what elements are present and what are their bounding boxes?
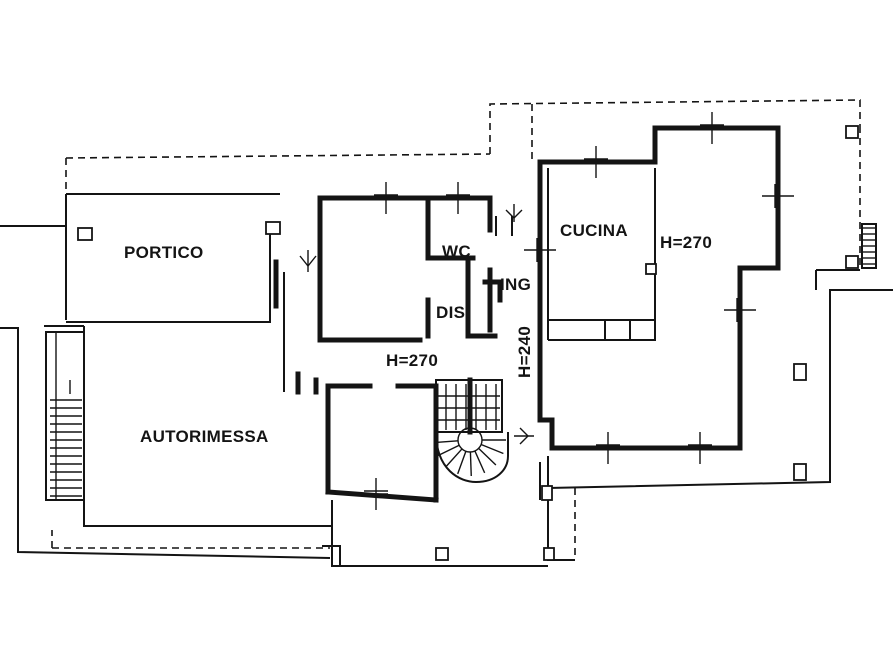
stair-step (474, 450, 486, 474)
stair-step (469, 451, 472, 477)
room-label-ing: ING (500, 275, 531, 294)
height-label-cucina: H=270 (660, 233, 712, 252)
bottom-perimeter (322, 500, 555, 567)
height-label-ingresso: H=240 (515, 326, 534, 378)
stair-step (437, 444, 460, 457)
room-label-cucina: CUCINA (560, 221, 628, 240)
room-label-portico: PORTICO (124, 243, 204, 262)
stair-step (445, 448, 463, 468)
room-label-wc: WC (442, 242, 471, 261)
pillars (77, 125, 859, 501)
stair-step (480, 443, 504, 455)
window-marks (364, 112, 794, 510)
stair-step (434, 440, 459, 444)
central-walls (273, 195, 513, 503)
portico-autorimessa-walls (44, 230, 332, 527)
room-label-autorimessa: AUTORIMESSA (140, 427, 269, 446)
door-marks (299, 204, 534, 445)
stair-step (478, 447, 497, 466)
stair-step (457, 451, 467, 475)
left-stair (45, 331, 85, 501)
right-walls (537, 125, 893, 561)
height-label-corridoio: H=270 (386, 351, 438, 370)
spiral-stair (434, 377, 509, 484)
left-boundary (0, 193, 331, 559)
right-stair (861, 223, 877, 269)
room-label-dis: DIS (436, 303, 465, 322)
